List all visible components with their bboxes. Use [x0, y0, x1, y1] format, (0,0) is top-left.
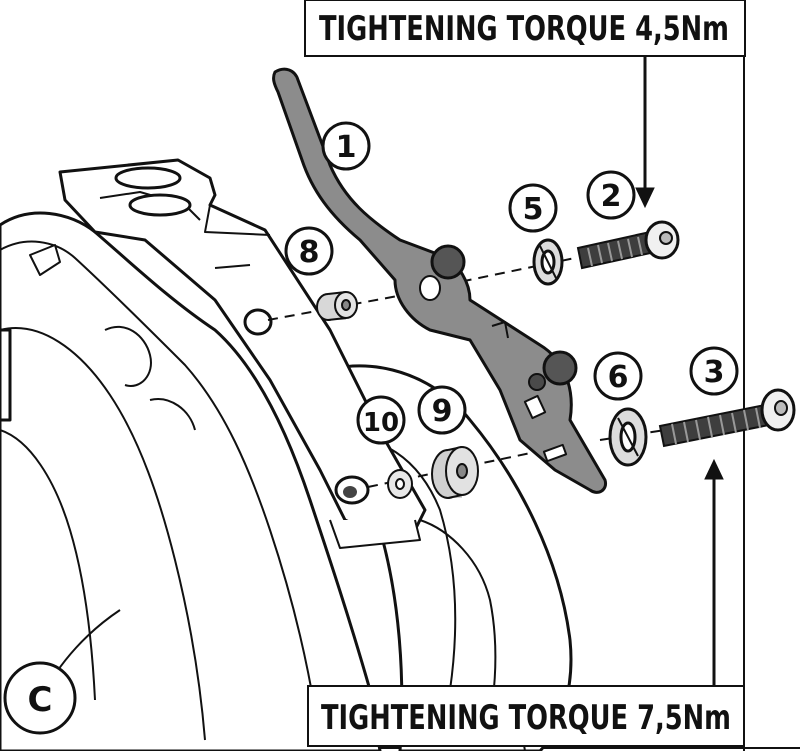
torque-arrow-bottom — [704, 458, 724, 686]
part-number-5-text: 5 — [523, 192, 544, 227]
part-number-9-text: 9 — [432, 394, 453, 429]
rail-hole-lower-inner — [343, 486, 357, 498]
motorcycle-tail — [0, 211, 382, 753]
part-number-9: 9 — [417, 385, 467, 435]
bolt-part-3 — [658, 388, 796, 448]
part-number-10-text: 10 — [363, 408, 399, 438]
torque-arrow-top — [635, 56, 655, 209]
part-number-8: 8 — [284, 226, 334, 276]
part-number-1: 1 — [321, 121, 371, 171]
part-number-6: 6 — [593, 351, 643, 401]
view-label-c: C — [3, 661, 77, 735]
part-number-2-text: 2 — [601, 179, 622, 214]
spacer-part-9 — [431, 446, 479, 499]
rail-hole-upper — [243, 308, 273, 336]
torque-callout-top-text: TIGHTENING TORQUE 4,5Nm — [319, 9, 729, 49]
part-number-6-text: 6 — [608, 360, 629, 395]
part-number-10: 10 — [356, 395, 406, 445]
torque-callout-top: TIGHTENING TORQUE 4,5Nm — [304, 0, 746, 57]
washer-part-5 — [532, 238, 564, 286]
torque-callout-bottom-text: TIGHTENING TORQUE 7,5Nm — [321, 698, 731, 738]
washer-part-6 — [608, 407, 648, 467]
grab-rail — [58, 158, 427, 549]
part-number-2: 2 — [586, 170, 636, 220]
spacer-part-8 — [316, 291, 358, 321]
part-number-3-text: 3 — [704, 355, 725, 390]
bolt-part-2 — [576, 220, 680, 270]
part-number-5: 5 — [508, 183, 558, 233]
washer-part-10 — [387, 469, 413, 499]
part-number-1-text: 1 — [336, 130, 357, 165]
part-number-8-text: 8 — [299, 235, 320, 270]
view-label-c-text: C — [28, 680, 53, 720]
torque-callout-bottom: TIGHTENING TORQUE 7,5Nm — [307, 685, 745, 747]
part-number-3: 3 — [689, 346, 739, 396]
bracket-part-1 — [272, 67, 608, 494]
